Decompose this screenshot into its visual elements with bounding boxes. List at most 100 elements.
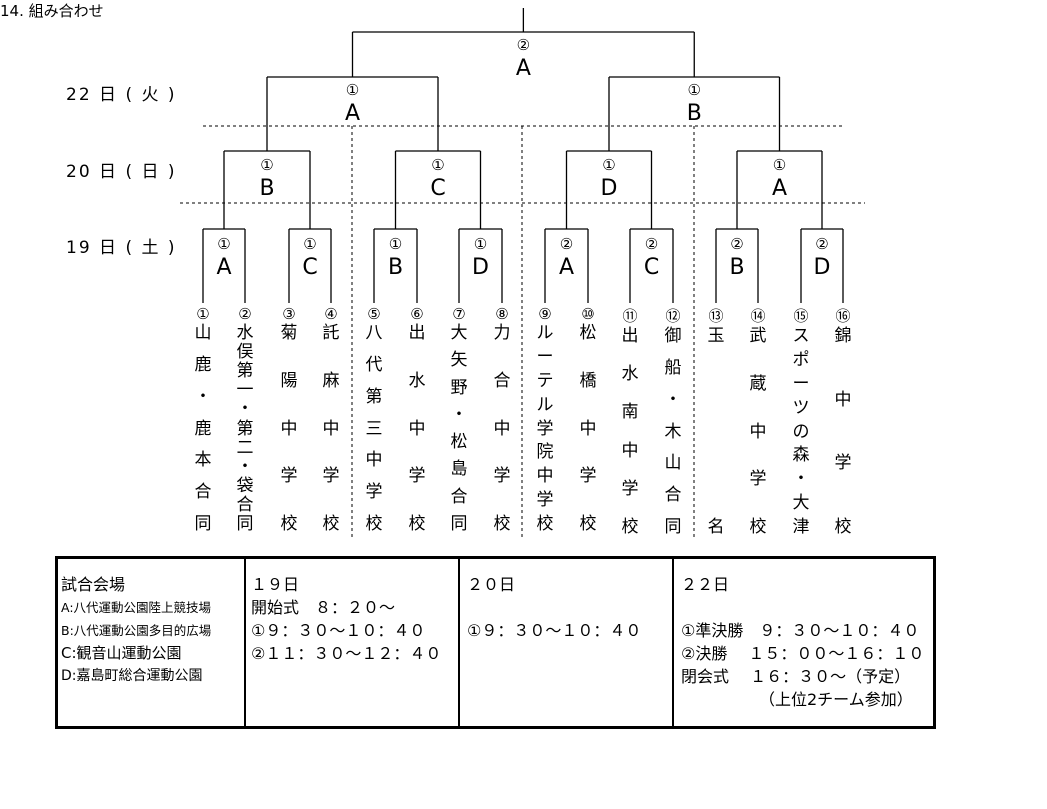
team-number: ⑮ [793,307,809,325]
team-name: 力合中学校 [493,323,511,534]
r1-match-venue-2: C [302,255,317,280]
r1-match-num-3: ① [389,235,402,253]
day-label-r3: 22 日 ( 火 ) [66,85,177,105]
venue-header: 試合会場 [61,575,126,594]
team-name: 武蔵中学校 [749,326,767,537]
day20-line1: ①９：３０～１０：４０ [467,621,642,640]
team-number: ⑧ [495,305,509,323]
final-match-num: ② [517,36,530,54]
day22-header: ２２日 [681,575,730,594]
venue-b: B:八代運動公園多目的広場 [61,623,212,638]
r2-match-venue-4: A [772,176,787,201]
r1-match-num-6: ② [645,235,658,253]
team-name: 御船・木山合同 [664,326,682,537]
r3-match-venue-2: B [687,101,702,126]
day22-line3: 閉会式 １６：３０～（予定） [681,667,911,686]
r1-match-num-5: ② [560,235,573,253]
team-number: ⑫ [665,307,681,325]
r2-match-num-1: ① [260,156,273,174]
team-name: 八代第三中学校 [365,323,383,534]
r1-match-num-2: ① [303,235,316,253]
team-name: 山鹿・鹿本合同 [194,323,212,534]
team-number: ③ [282,305,296,323]
r3-match-num-2: ① [688,81,701,99]
team-name: スポーツの森・大津 [792,326,810,537]
r1-match-num-4: ① [474,235,487,253]
team-number: ④ [324,305,338,323]
r1-match-venue-3: B [388,255,403,280]
r2-match-venue-3: D [601,176,618,201]
r2-match-venue-2: C [430,176,445,201]
team-name: 出水南中学校 [621,326,639,537]
team-number: ⑯ [835,307,851,325]
r1-match-num-8: ② [815,235,828,253]
venue-d: D:嘉島町総合運動公園 [61,668,203,684]
day20-cell: ２０日 ①９：３０～１０：４０ [460,559,674,726]
team-number: ① [196,305,210,323]
venue-cell: 試合会場 A:八代運動公園陸上競技場 B:八代運動公園多目的広場 C:観音山運動… [58,559,246,726]
team-name: 錦中学校 [834,326,852,537]
day22-line2: ②決勝 １５：００～１６：１０ [681,644,925,663]
day22-cell: ２２日 ①準決勝 ９：３０～１０：４０ ②決勝 １５：００～１６：１０ 閉会式 … [674,559,936,726]
r1-match-venue-8: D [814,255,831,280]
r1-match-venue-4: D [472,255,489,280]
team-number: ⑦ [452,305,466,323]
day22-line4: （上位2チーム参加） [759,690,913,709]
team-number: ⑪ [622,307,638,325]
r1-match-venue-7: B [729,255,744,280]
r1-match-venue-5: A [559,255,574,280]
team-number: ⑤ [367,305,381,323]
day19-line1: 開始式 ８：２０～ [251,598,396,617]
day19-line2: ①９：３０～１０：４０ [251,621,426,640]
team-number: ⑬ [708,307,724,325]
schedule-table: 試合会場 A:八代運動公園陸上競技場 B:八代運動公園多目的広場 C:観音山運動… [55,556,936,729]
day19-cell: １９日 開始式 ８：２０～ ①９：３０～１０：４０ ②１１：３０～１２：４０ [246,559,460,726]
day20-header: ２０日 [467,575,516,594]
r2-match-num-3: ① [602,156,615,174]
team-name: 玉名 [707,326,725,537]
team-name: ルーテル学院中学校 [536,323,554,534]
day-label-r1: 19 日 ( 土 ) [66,238,177,258]
day19-line3: ②１１：３０～１２：４０ [251,644,442,663]
r2-match-venue-1: B [259,176,274,201]
team-name: 松橋中学校 [579,323,597,534]
r2-match-num-2: ① [431,156,444,174]
team-number: ⑨ [538,305,552,323]
r3-match-num-1: ① [346,81,359,99]
team-name: 水俣第一・第二・袋合同 [236,323,254,534]
page-title: 14. 組み合わせ [0,2,104,20]
r2-match-num-4: ① [773,156,786,174]
r1-match-venue-1: A [216,255,231,280]
venue-c: C:観音山運動公園 [61,644,182,662]
r1-match-venue-6: C [644,255,659,280]
team-name: 大矢野・松島合同 [450,323,468,534]
day-label-r2: 20 日 ( 日 ) [66,162,177,182]
team-number: ⑭ [750,307,766,325]
venue-a: A:八代運動公園陸上競技場 [61,600,212,615]
day19-header: １９日 [251,575,300,594]
team-number: ② [238,305,252,323]
r3-match-venue-1: A [345,101,360,126]
final-match-venue: A [516,56,531,81]
team-name: 菊陽中学校 [280,323,298,534]
team-name: 託麻中学校 [322,323,340,534]
r1-match-num-7: ② [730,235,743,253]
team-number: ⑥ [410,305,424,323]
